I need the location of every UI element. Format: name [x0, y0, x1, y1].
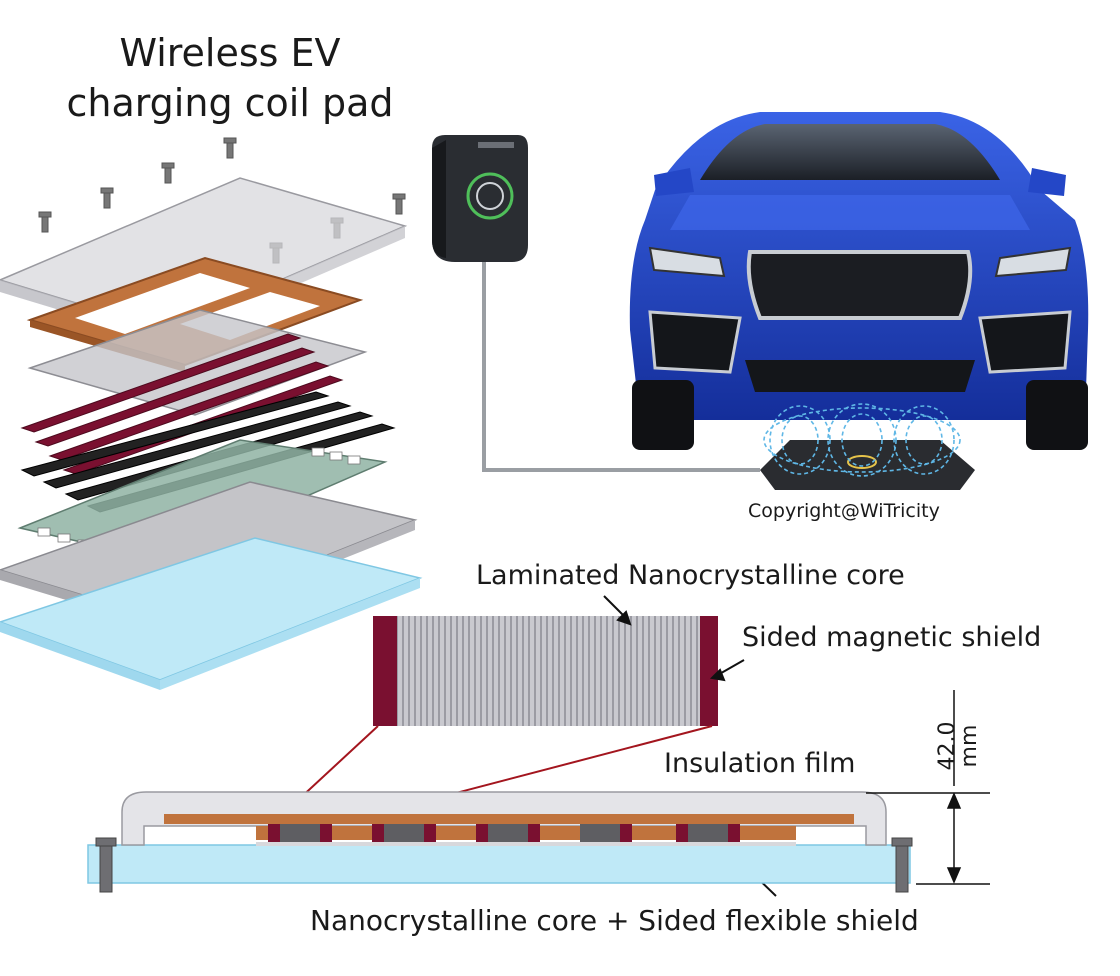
charging-cable	[482, 262, 760, 472]
laminated-core-block	[373, 616, 718, 726]
copper-strip	[164, 814, 854, 824]
copyright-text: Copyright@WiTricity	[748, 500, 940, 522]
label-side-shield: Sided magnetic shield	[742, 622, 1042, 653]
side-bolts	[95, 837, 913, 893]
title-line-1: Wireless EV	[119, 31, 341, 75]
pad-logo-icon	[847, 455, 877, 469]
charger-logo-icon	[466, 172, 514, 220]
dimension-value: 42.0	[935, 721, 960, 771]
magnetic-field-lines	[763, 403, 961, 477]
right-side-shield	[700, 616, 718, 726]
diagram-title: Wireless EV charging coil pad	[50, 28, 410, 128]
exploded-coil-pad	[0, 137, 423, 690]
core-segments	[268, 824, 740, 842]
maroon-ferrite-bars	[20, 333, 344, 475]
label-insulation-film: Insulation film	[664, 748, 856, 779]
black-ferrite-bars	[20, 391, 396, 513]
blue-enclosure	[0, 537, 423, 690]
label-bottom-caption: Nanocrystalline core + Sided flexible sh…	[310, 904, 919, 937]
wall-charger	[432, 135, 760, 472]
pad-cross-section	[87, 690, 990, 893]
dimension-label: 42.0 mm	[935, 701, 982, 791]
car	[629, 112, 1089, 450]
left-side-shield	[373, 616, 397, 726]
title-line-2: charging coil pad	[66, 81, 394, 125]
base-layer	[87, 844, 911, 884]
dimension-lines	[866, 690, 990, 885]
dimension-unit: mm	[957, 724, 982, 768]
label-laminated-core: Laminated Nanocrystalline core	[476, 560, 905, 591]
